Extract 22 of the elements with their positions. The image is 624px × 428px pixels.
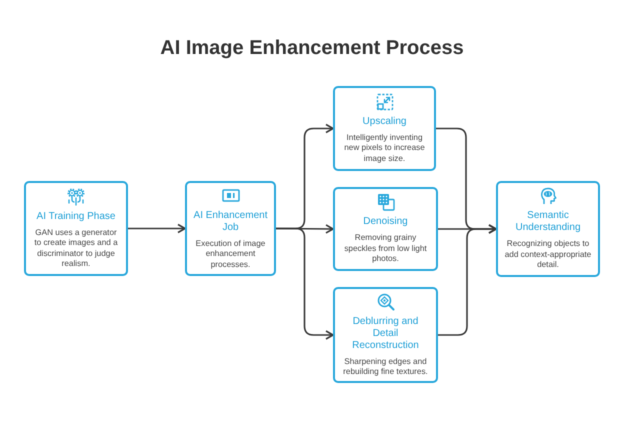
process-box — [496, 181, 600, 277]
step-title: Upscaling — [362, 116, 406, 128]
process-box — [333, 86, 436, 171]
step-title: Deblurring and Detail Reconstruction — [351, 316, 420, 352]
arrow — [127, 224, 186, 234]
step-title: AI Training Phase — [36, 210, 116, 222]
arrow — [275, 228, 334, 340]
diagram-title: AI Image Enhancement Process — [160, 37, 464, 60]
arrow — [437, 224, 497, 336]
process-box — [333, 187, 438, 271]
step-title: Semantic Understanding — [514, 210, 582, 234]
step-description: Sharpening edges and rebuilding fine textures. — [342, 356, 429, 378]
step-description: Removing grainy speckles from low light photos. — [343, 233, 428, 265]
step-description: Recognizing objects to add context-appropriate detail. — [504, 239, 592, 271]
process-box — [185, 181, 276, 276]
process-box — [24, 181, 128, 276]
step-description: Intelligently inventing new pixels to increase image size. — [343, 132, 426, 164]
step-title: Denoising — [363, 216, 408, 228]
step-description: GAN uses a generator to create images and a discriminator to judge realism. — [33, 228, 119, 270]
step-title: AI Enhancement Job — [192, 210, 268, 234]
process-box — [333, 287, 438, 383]
step-description: Execution of image enhancement processes. — [194, 238, 266, 270]
